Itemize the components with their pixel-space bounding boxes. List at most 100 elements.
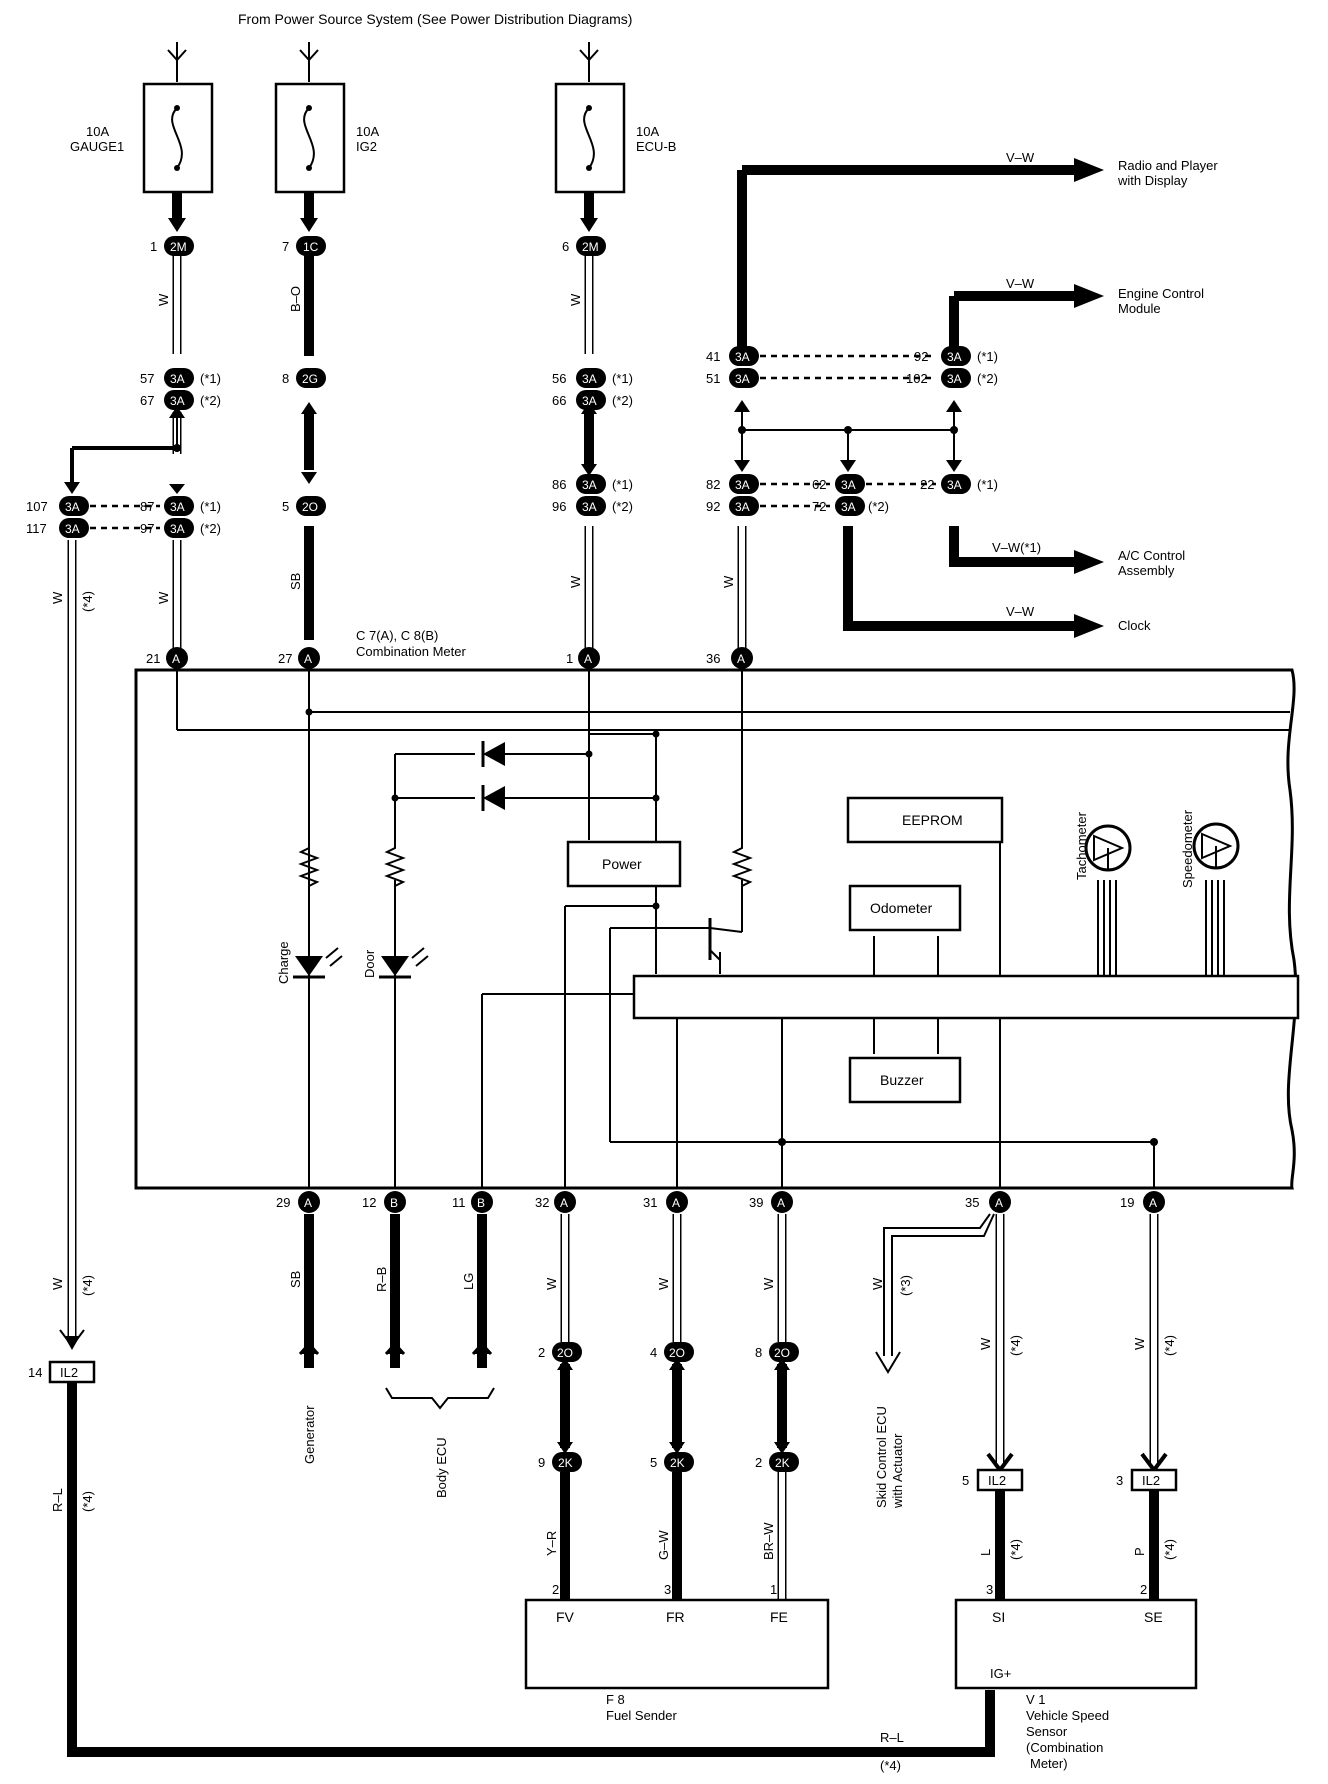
svg-text:W: W xyxy=(50,591,65,604)
svg-text:A: A xyxy=(304,652,312,666)
svg-text:1: 1 xyxy=(984,1694,991,1709)
svg-text:R–L: R–L xyxy=(880,1730,904,1745)
svg-text:3A: 3A xyxy=(735,372,750,386)
svg-text:(*1): (*1) xyxy=(977,349,998,364)
svg-text:(*1): (*1) xyxy=(612,477,633,492)
connectors-2K: 2K 9 2K 5 2K 2 xyxy=(538,1452,799,1472)
svg-text:Meter): Meter) xyxy=(1030,1756,1068,1771)
svg-text:3A: 3A xyxy=(947,478,962,492)
svg-text:A: A xyxy=(995,1196,1003,1210)
svg-text:(*2): (*2) xyxy=(868,499,889,514)
svg-text:FV: FV xyxy=(556,1609,575,1625)
fuse-output-arrows xyxy=(168,192,598,232)
svg-text:(*4): (*4) xyxy=(1008,1539,1023,1560)
svg-text:Sensor: Sensor xyxy=(1026,1724,1068,1739)
svg-text:IL2: IL2 xyxy=(60,1365,78,1380)
power-label: Power xyxy=(602,856,642,872)
connector-2O-ig2: 2O 5 xyxy=(282,496,326,516)
svg-text:(*4): (*4) xyxy=(80,1491,95,1512)
svg-text:(*2): (*2) xyxy=(200,521,221,536)
svg-text:3A: 3A xyxy=(170,394,185,408)
svg-text:97: 97 xyxy=(140,521,154,536)
svg-text:Clock: Clock xyxy=(1118,618,1151,633)
svg-text:21: 21 xyxy=(146,651,160,666)
connector-3A-vw-right: 3A 3A 92 102 (*1) (*2) xyxy=(906,346,998,388)
svg-text:R–B: R–B xyxy=(374,1267,389,1292)
svg-text:8: 8 xyxy=(755,1345,762,1360)
svg-text:1: 1 xyxy=(770,1582,777,1597)
svg-text:W: W xyxy=(656,1277,671,1290)
svg-text:(*4): (*4) xyxy=(880,1758,901,1773)
svg-text:P: P xyxy=(1132,1547,1147,1556)
svg-text:V–W: V–W xyxy=(1006,604,1035,619)
odometer-box xyxy=(848,884,962,932)
svg-text:2O: 2O xyxy=(669,1346,685,1360)
svg-text:A: A xyxy=(672,1196,680,1210)
svg-text:3A: 3A xyxy=(65,522,80,536)
power-source-header: From Power Source System (See Power Dist… xyxy=(238,11,632,27)
svg-text:A: A xyxy=(304,1196,312,1210)
svg-text:1: 1 xyxy=(150,239,157,254)
svg-text:B: B xyxy=(477,1196,485,1210)
fuse-ecu-b-amp: 10A xyxy=(636,124,659,139)
fuse-ig2: 10A IG2 xyxy=(274,82,379,194)
svg-text:1C: 1C xyxy=(303,240,319,254)
svg-text:W: W xyxy=(156,591,171,604)
svg-text:A: A xyxy=(584,652,592,666)
connector-2G: 2G 8 xyxy=(282,368,326,388)
svg-text:39: 39 xyxy=(749,1195,763,1210)
svg-text:A: A xyxy=(560,1196,568,1210)
led-door xyxy=(379,892,429,979)
svg-text:(*4): (*4) xyxy=(1162,1539,1177,1560)
svg-text:3A: 3A xyxy=(735,500,750,514)
fuse-ecu-b: 10A ECU-B xyxy=(554,82,676,194)
svg-text:66: 66 xyxy=(552,393,566,408)
svg-text:67: 67 xyxy=(140,393,154,408)
fuel-sender: FV FR FE 2 3 1 F 8 Fuel Sender xyxy=(524,1582,830,1723)
svg-text:35: 35 xyxy=(965,1195,979,1210)
power-box xyxy=(566,840,682,888)
generator-label: Generator xyxy=(302,1405,317,1464)
connector-3A-gauge-lower: 3A 3A 87 97 (*1) (*2) xyxy=(140,496,221,538)
bottom-wiring xyxy=(67,1213,1168,1757)
svg-text:56: 56 xyxy=(552,371,566,386)
svg-text:92: 92 xyxy=(706,499,720,514)
meter-title-line2: Combination Meter xyxy=(356,644,466,659)
fuse-ig2-amp: 10A xyxy=(356,124,379,139)
svg-text:W: W xyxy=(50,1277,65,1290)
svg-text:3A: 3A xyxy=(582,372,597,386)
svg-text:3A: 3A xyxy=(841,500,856,514)
svg-text:FR: FR xyxy=(666,1609,685,1625)
connectors-2O-bottom: 2O 2 2O 4 2O 8 xyxy=(538,1342,799,1362)
svg-text:11: 11 xyxy=(452,1195,466,1210)
svg-text:Engine Control: Engine Control xyxy=(1118,286,1204,301)
svg-text:5: 5 xyxy=(650,1455,657,1470)
svg-text:7: 7 xyxy=(282,239,289,254)
main-bus-bar xyxy=(632,974,1300,1020)
speedometer-gauge xyxy=(1192,822,1240,870)
svg-text:29: 29 xyxy=(276,1195,290,1210)
connector-2M-gauge: 2M 1 xyxy=(150,236,194,256)
svg-text:BR–W: BR–W xyxy=(761,1522,776,1560)
svg-text:A: A xyxy=(737,652,745,666)
svg-text:W: W xyxy=(721,575,736,588)
svg-text:22: 22 xyxy=(920,477,934,492)
buzzer-box xyxy=(848,1056,962,1104)
svg-text:3: 3 xyxy=(1116,1473,1123,1488)
transistor xyxy=(708,918,743,974)
connector-3A-left: 3A 3A 107 117 xyxy=(26,496,89,538)
svg-text:19: 19 xyxy=(1120,1195,1134,1210)
svg-text:2K: 2K xyxy=(670,1456,685,1470)
svg-text:36: 36 xyxy=(706,651,720,666)
svg-text:(*2): (*2) xyxy=(612,499,633,514)
svg-text:(*1): (*1) xyxy=(977,477,998,492)
eeprom-box xyxy=(846,796,1004,844)
svg-text:82: 82 xyxy=(706,477,720,492)
connector-3A-vw-left: 3A 3A 41 51 xyxy=(706,346,759,388)
tachometer-label: Tachometer xyxy=(1074,811,1089,880)
resistor-transistor xyxy=(731,842,753,892)
svg-text:(*1): (*1) xyxy=(200,499,221,514)
svg-text:92: 92 xyxy=(914,349,928,364)
svg-text:(*4): (*4) xyxy=(1162,1335,1177,1356)
skid-control-line2: with Actuator xyxy=(890,1433,905,1509)
